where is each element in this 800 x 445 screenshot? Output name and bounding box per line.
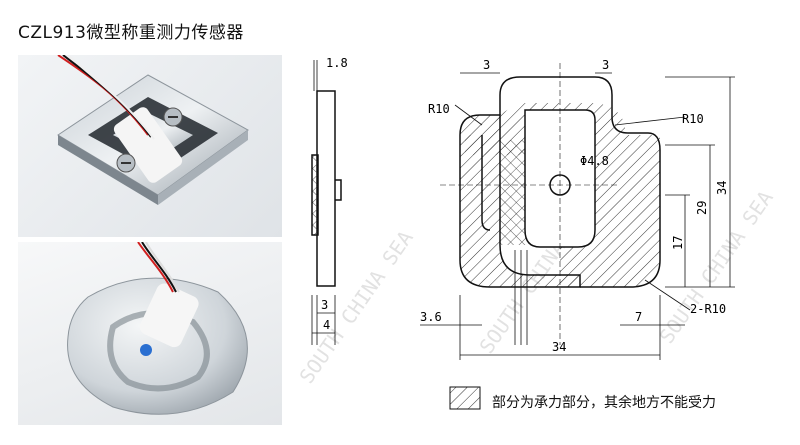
legend-hatch-swatch xyxy=(449,386,481,410)
page-title: CZL913微型称重测力传感器 xyxy=(18,23,244,43)
dim-left-36: 3.6 xyxy=(420,310,442,324)
side-view xyxy=(311,60,342,345)
technical-drawing: SOUTH CHINA SEA SOUTH CHINA SEA SOUTH CH… xyxy=(290,55,785,425)
svg-text:SOUTH CHINA SEA: SOUTH CHINA SEA xyxy=(294,226,417,388)
dim-h-34: 34 xyxy=(715,181,729,195)
dim-h-17: 17 xyxy=(671,236,685,250)
dim-thickness: 1.8 xyxy=(326,56,348,70)
dim-corner: 2-R10 xyxy=(690,302,726,316)
legend-text: 部分为承力部分，其余地方不能受力 xyxy=(492,395,716,411)
dim-r-right: R10 xyxy=(682,112,704,126)
dim-right-7: 7 xyxy=(635,310,642,324)
dim-hole: Φ4.8 xyxy=(580,154,609,168)
dim-beam-right: 3 xyxy=(602,58,609,72)
dim-side-3: 3 xyxy=(321,298,328,312)
sensor-photo-bottom xyxy=(18,242,282,425)
dim-r-top: R10 xyxy=(428,102,450,116)
sensor-photo-top xyxy=(18,55,282,237)
dim-beam-left: 3 xyxy=(483,58,490,72)
front-view xyxy=(440,63,661,345)
dim-h-29: 29 xyxy=(695,201,709,215)
dim-side-4: 4 xyxy=(323,318,330,332)
svg-text:SOUTH CHINA SEA: SOUTH CHINA SEA xyxy=(654,186,777,348)
dim-width-34: 34 xyxy=(552,340,566,354)
dimension-lines xyxy=(420,72,735,360)
